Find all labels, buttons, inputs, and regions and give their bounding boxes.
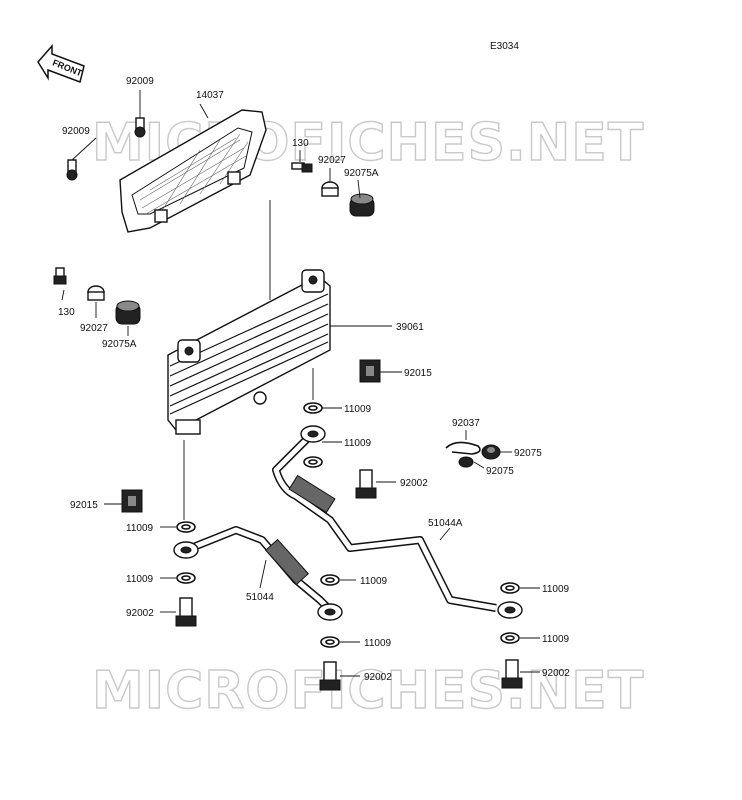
label-92075A-left: 92075A [102, 339, 137, 350]
clip-92015-right [359, 359, 381, 383]
label-51044A: 51044A [428, 518, 463, 529]
label-92037: 92037 [452, 418, 480, 429]
washers-11009 [176, 402, 520, 648]
oil-cooler [167, 269, 331, 435]
label-92002-d: 92002 [542, 668, 570, 679]
collar-92027-right [321, 181, 339, 197]
label-92027-left: 92027 [80, 323, 108, 334]
grommets-92075 [458, 444, 501, 468]
front-arrow-icon: FRONT [37, 44, 85, 83]
spring-clip-92037 [445, 441, 481, 455]
bolt-130-right [291, 162, 313, 173]
label-51044: 51044 [246, 592, 274, 603]
label-92027-right: 92027 [318, 155, 346, 166]
label-92009-top: 92009 [126, 76, 154, 87]
label-130-right: 130 [292, 138, 309, 149]
screw-92009-top [134, 117, 146, 138]
leader-lines [61, 90, 540, 677]
screw-92009-left [66, 159, 78, 181]
label-11009-h: 11009 [542, 634, 570, 645]
label-11009-d: 11009 [126, 574, 154, 585]
label-92015-right: 92015 [404, 368, 432, 379]
label-92015-left: 92015 [70, 500, 98, 511]
diagram-code: E3034 [490, 41, 519, 52]
label-11009-e: 11009 [360, 576, 388, 587]
oil-hose-51044A [272, 425, 523, 619]
label-11009-g: 11009 [542, 584, 570, 595]
label-130-left: 130 [58, 307, 75, 318]
label-92002-a: 92002 [400, 478, 428, 489]
part-labels: 14037 92009 92009 130 92027 92075A 130 9… [58, 76, 570, 683]
label-11009-a: 11009 [344, 404, 372, 415]
damper-92075A-right [349, 193, 375, 217]
watermark-bottom: MICROFICHES.NET [92, 661, 644, 721]
clip-92015-left [121, 489, 143, 513]
label-92002-b: 92002 [126, 608, 154, 619]
label-14037: 14037 [196, 90, 224, 101]
label-92002-c: 92002 [364, 672, 392, 683]
label-11009-c: 11009 [126, 523, 154, 534]
collar-92027-left [87, 285, 105, 301]
label-92009-left: 92009 [62, 126, 90, 137]
label-92075-b: 92075 [486, 466, 514, 477]
label-92075-a: 92075 [514, 448, 542, 459]
label-39061: 39061 [396, 322, 424, 333]
oil-hose-51044 [173, 526, 343, 621]
banjo-bolts-92002 [175, 469, 523, 691]
grille-cover [119, 109, 267, 233]
label-11009-b: 11009 [344, 438, 372, 449]
damper-92075A-left [115, 300, 141, 325]
label-92075A-right: 92075A [344, 168, 379, 179]
bolt-130-left [53, 267, 67, 285]
label-11009-f: 11009 [364, 638, 392, 649]
